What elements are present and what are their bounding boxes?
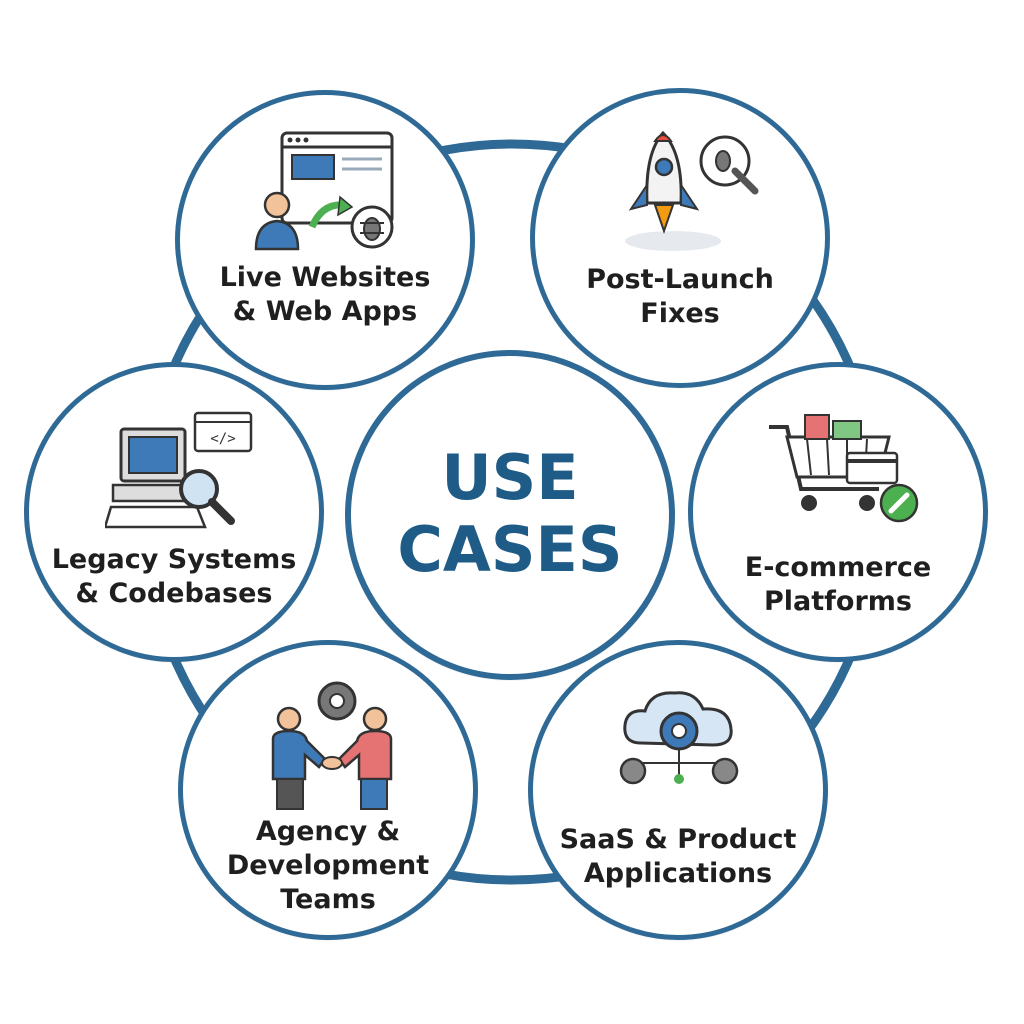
label-line: E-commerce [744,552,932,583]
label-agency: Agency & Development Teams [183,815,473,917]
use-case-agency: Agency & Development Teams [178,640,478,940]
label-legacy: Legacy Systems & Codebases [29,543,319,611]
rocket-bug-icon [625,130,759,251]
center-title: USE CASES [351,442,669,586]
label-line: & Codebases [75,578,273,609]
label-line: Legacy Systems [51,544,297,575]
use-case-legacy: </> Legacy Systems & Codebases [24,362,324,662]
label-line: Agency & [255,816,401,847]
label-line: Development [226,850,430,881]
label-post-launch: Post-Launch Fixes [535,263,825,331]
label-line: SaaS & Product [559,824,797,855]
center-circle: USE CASES [345,350,675,680]
label-ecommerce: E-commerce Platforms [693,551,983,619]
use-case-ecommerce: E-commerce Platforms [688,362,988,662]
label-line: & Web Apps [232,296,418,327]
svg-text:</>: </> [210,431,235,447]
computer-magnifier-icon: </> [105,411,253,529]
label-line: Platforms [764,586,912,617]
cloud-gear-icon [619,691,739,785]
label-line: Live Websites [219,262,431,293]
label-live-websites: Live Websites & Web Apps [180,261,470,329]
label-line: Teams [280,884,376,915]
use-case-live-websites: Live Websites & Web Apps [175,90,475,390]
use-case-post-launch: Post-Launch Fixes [530,88,830,388]
handshake-gear-icon [271,681,393,810]
center-title-line1: USE [441,441,579,514]
center-title-line2: CASES [397,513,623,586]
website-bug-icon [254,131,394,251]
shopping-cart-icon [769,414,919,523]
label-saas: SaaS & Product Applications [533,823,823,891]
label-line: Post-Launch [586,264,774,295]
label-line: Applications [583,858,773,889]
label-line: Fixes [640,298,720,329]
use-case-saas: SaaS & Product Applications [528,640,828,940]
